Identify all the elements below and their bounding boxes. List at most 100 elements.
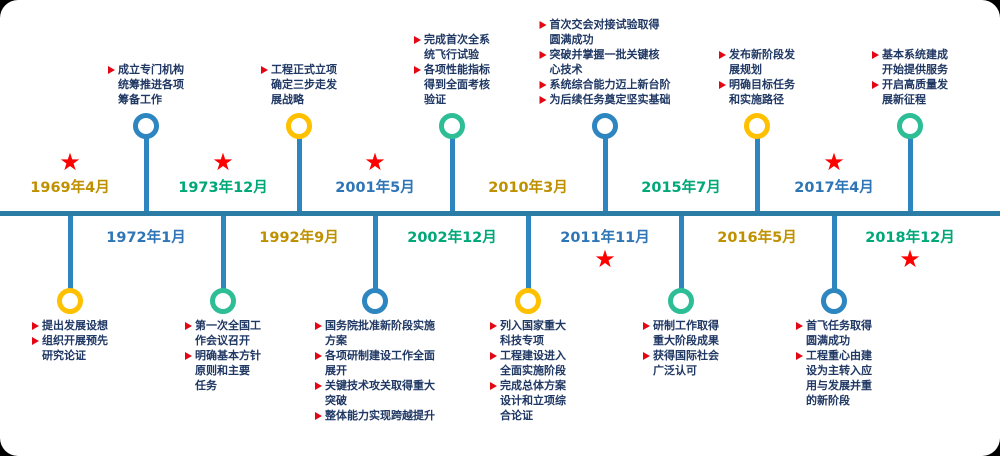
text-line-content: 突破 — [325, 394, 347, 407]
arrow-bullet-icon — [32, 321, 39, 330]
text-line: 基本系统建成 — [872, 47, 948, 62]
text-line-content: 获得国际社会 — [653, 349, 719, 362]
text-line-content: 各项研制建设工作全面 — [325, 349, 435, 362]
text-line-content: 圆满成功 — [549, 33, 594, 46]
text-line-content: 突破并掌握一批关键核 — [549, 48, 660, 61]
text-line: 圆满成功 — [796, 333, 872, 348]
text-line: 突破并掌握一批关键核 — [539, 47, 671, 62]
text-line-content: 用与发展并重 — [806, 379, 872, 392]
text-line-content: 研制工作取得 — [653, 319, 719, 332]
event-stem — [450, 138, 455, 211]
arrow-bullet-icon — [796, 321, 803, 330]
text-line: 重大阶段成果 — [643, 333, 719, 348]
arrow-bullet-icon — [315, 381, 322, 390]
text-line-content: 国务院批准新阶段实施 — [325, 319, 435, 332]
text-line-content: 工程建设进入 — [500, 349, 566, 362]
event-circle-marker — [897, 113, 923, 139]
text-line: 系统综合能力迈上新台阶 — [539, 77, 671, 92]
text-line-content: 开启高质量发 — [882, 78, 948, 91]
event-circle-marker — [133, 113, 159, 139]
text-line-content: 展开 — [325, 364, 347, 377]
event-text-block: 成立专门机构统筹推进各项筹备工作 — [108, 62, 184, 107]
arrow-bullet-icon — [414, 65, 421, 74]
arrow-bullet-icon — [315, 411, 322, 420]
text-line-content: 圆满成功 — [806, 334, 850, 347]
text-line: 合论证 — [490, 408, 566, 423]
event-date-label: 2011年11月 — [560, 230, 650, 246]
text-line: 工程建设进入 — [490, 348, 566, 363]
text-line-content: 筹备工作 — [118, 93, 162, 106]
event-stem — [908, 138, 913, 211]
text-line-content: 的新阶段 — [806, 394, 850, 407]
event-text-block: 工程正式立项确定三步走发展战略 — [261, 62, 337, 107]
event-date-label: 1992年9月 — [259, 230, 339, 246]
arrow-bullet-icon — [414, 35, 421, 44]
text-line: 确定三步走发 — [261, 77, 337, 92]
text-line-content: 展战略 — [271, 93, 304, 106]
arrow-bullet-icon — [539, 20, 547, 29]
event-stem — [603, 138, 608, 211]
event-date-label: 1972年1月 — [106, 230, 186, 246]
event-text-block: 首飞任务取得圆满成功工程重心由建设为主转入应用与发展并重的新阶段 — [796, 318, 872, 408]
text-line: 研究论证 — [32, 348, 108, 363]
text-line-content: 方案 — [325, 334, 347, 347]
text-line-content: 重大阶段成果 — [653, 334, 719, 347]
text-line-content: 作会议召开 — [195, 334, 250, 347]
text-line-content: 完成首次全系 — [424, 33, 490, 46]
text-line: 研制工作取得 — [643, 318, 719, 333]
event-circle-marker — [592, 113, 618, 139]
text-line-content: 提出发展设想 — [42, 319, 108, 332]
event-star-icon: ★ — [594, 245, 616, 273]
arrow-bullet-icon — [539, 50, 547, 59]
text-line-content: 合论证 — [500, 409, 533, 422]
text-line-content: 验证 — [424, 93, 446, 106]
event-date-label: 1969年4月 — [30, 180, 110, 196]
text-line-content: 工程重心由建 — [806, 349, 872, 362]
text-line-content: 开始提供服务 — [882, 63, 948, 76]
text-line: 工程重心由建 — [796, 348, 872, 363]
text-line: 列入国家重大 — [490, 318, 566, 333]
arrow-bullet-icon — [539, 95, 547, 104]
text-line: 作会议召开 — [185, 333, 261, 348]
arrow-bullet-icon — [185, 351, 192, 360]
event-text-block: 第一次全国工作会议召开明确基本方针原则和主要任务 — [185, 318, 261, 393]
text-line: 用与发展并重 — [796, 378, 872, 393]
event-text-block: 首次交会对接试验取得圆满成功突破并掌握一批关键核心技术系统综合能力迈上新台阶为后… — [539, 17, 671, 107]
text-line: 科技专项 — [490, 333, 566, 348]
event-circle-marker — [57, 288, 83, 314]
text-line-content: 各项性能指标 — [424, 63, 490, 76]
event-date-label: 2018年12月 — [865, 230, 955, 246]
event-star-icon: ★ — [212, 148, 234, 176]
text-line: 和实施路径 — [719, 92, 795, 107]
event-star-icon: ★ — [823, 148, 845, 176]
arrow-bullet-icon — [185, 321, 192, 330]
text-line: 发布新阶段发 — [719, 47, 795, 62]
text-line: 验证 — [414, 92, 490, 107]
event-text-block: 提出发展设想组织开展预先研究论证 — [32, 318, 108, 363]
event-text-block: 基本系统建成开始提供服务开启高质量发展新征程 — [872, 47, 948, 107]
text-line-content: 统飞行试验 — [424, 48, 479, 61]
arrow-bullet-icon — [490, 381, 497, 390]
event-date-label: 2002年12月 — [407, 230, 497, 246]
text-line-content: 发布新阶段发 — [729, 48, 795, 61]
event-circle-marker — [515, 288, 541, 314]
arrow-bullet-icon — [643, 321, 650, 330]
event-stem — [144, 138, 149, 211]
text-line-content: 成立专门机构 — [118, 63, 184, 76]
text-line: 为后续任务奠定坚实基础 — [539, 92, 671, 107]
text-line-content: 设计和立项综 — [500, 394, 566, 407]
text-line: 的新阶段 — [796, 393, 872, 408]
event-stem — [679, 216, 684, 289]
arrow-bullet-icon — [315, 351, 322, 360]
text-line-content: 设为主转入应 — [806, 364, 872, 377]
event-star-icon: ★ — [899, 245, 921, 273]
event-date-label: 2001年5月 — [335, 180, 415, 196]
text-line: 展战略 — [261, 92, 337, 107]
event-stem — [373, 216, 378, 289]
text-line-content: 为后续任务奠定坚实基础 — [549, 93, 671, 106]
text-line: 各项性能指标 — [414, 62, 490, 77]
text-line: 整体能力实现跨越提升 — [315, 408, 435, 423]
text-line-content: 首飞任务取得 — [806, 319, 872, 332]
event-stem — [221, 216, 226, 289]
